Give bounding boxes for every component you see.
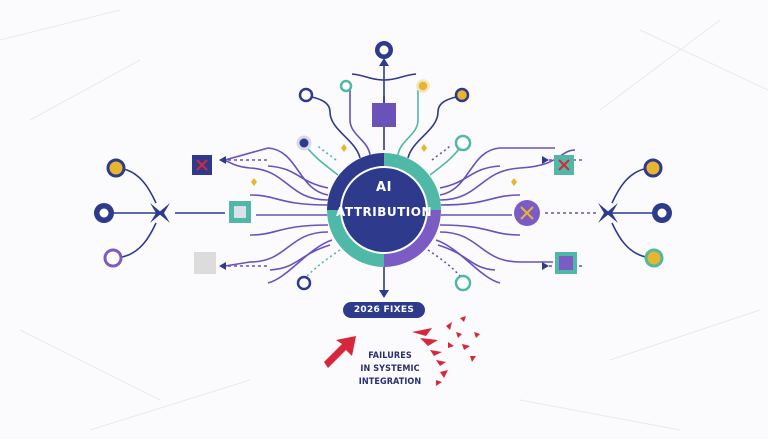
hub-ring-purple: [384, 210, 441, 267]
background-network: [0, 9, 768, 431]
hub-ring-teal: [384, 153, 441, 210]
right-arrow-icon: [542, 156, 549, 164]
close-icon: [196, 159, 208, 171]
right-connectors: [435, 147, 576, 284]
caption-line: INTEGRATION: [358, 377, 422, 387]
left-chevron-icon-2: [150, 203, 162, 223]
left-nodes: [94, 155, 312, 291]
right-chevron-icon-2: [606, 203, 618, 223]
sparkle-icons: [251, 144, 517, 186]
hub-title-line1: AI: [376, 180, 392, 195]
hub-ring-navy: [327, 153, 384, 210]
arrowheads: [150, 58, 618, 298]
left-arrow-icon-2: [219, 262, 226, 270]
hub-core: [342, 168, 426, 252]
rising-arrow-icon: [324, 336, 356, 368]
left-arrow-icon: [219, 156, 226, 164]
caption-line: FAILURES: [368, 351, 412, 361]
bottom-arrow-icon: [379, 290, 389, 298]
dashed-arrows: [222, 159, 598, 267]
close-icon-right: [558, 159, 570, 171]
hub-ring-teal-2: [327, 210, 384, 267]
caption: FAILURES IN SYSTEMIC INTEGRATION: [350, 350, 430, 389]
hub: [327, 153, 441, 267]
fixes-badge: 2026 FIXES: [343, 302, 425, 318]
right-nodes: [454, 155, 672, 292]
top-nodes: [296, 41, 472, 152]
close-icon-circle: [520, 206, 534, 220]
right-chevron-icon: [598, 203, 610, 223]
top-arrow-icon: [379, 58, 389, 66]
shattered-arrow-icon: [412, 316, 480, 386]
right-arrow-icon-2: [542, 262, 549, 270]
left-connectors: [219, 147, 333, 284]
left-cluster-lines: [110, 167, 225, 259]
hub-title-line2: ATTRIBUTION: [336, 205, 432, 219]
right-cluster-lines: [608, 167, 658, 259]
caption-line: IN SYSTEMIC: [360, 364, 420, 374]
left-chevron-icon: [158, 203, 170, 223]
